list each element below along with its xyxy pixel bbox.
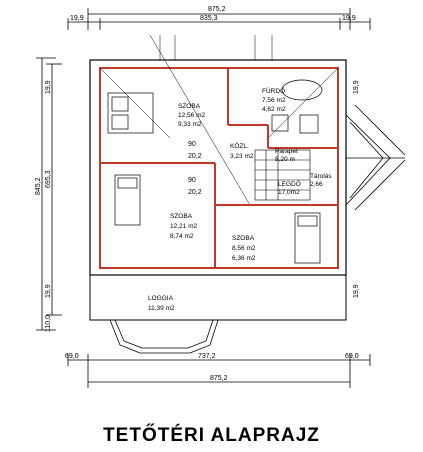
- bathtub: [281, 79, 323, 101]
- svg-text:Tárolás: Tárolás: [310, 173, 332, 180]
- dim-top-inner: 835,3: [200, 15, 218, 22]
- structure-lines: [99, 34, 339, 206]
- svg-text:SZOBA: SZOBA: [232, 235, 255, 242]
- svg-text:LOGGIA: LOGGIA: [148, 295, 174, 302]
- room-label-bedroom-3: SZOBA 8,56 m2 6,36 m2: [232, 235, 256, 262]
- svg-text:17,0m2: 17,0m2: [278, 189, 300, 196]
- dim-top-right-offset: 19,9: [342, 15, 356, 22]
- left-dimension-lines: [36, 57, 62, 331]
- loggia-bay: [109, 319, 219, 354]
- svg-text:11,39 m2: 11,39 m2: [148, 305, 175, 312]
- svg-text:FÜRDŐ: FÜRDŐ: [262, 86, 285, 95]
- dormer: [345, 104, 406, 211]
- dim-bottom-left: 69,0: [65, 353, 79, 360]
- svg-text:SZOBA: SZOBA: [178, 103, 201, 110]
- room-label-hall: KÖZL. 3,23 m2: [230, 142, 254, 160]
- dim-left-top: 19,9: [45, 80, 52, 94]
- svg-text:Parapet: Parapet: [275, 148, 298, 155]
- dim-left-inner: 695,3: [45, 170, 52, 188]
- room-label-bedroom-1: SZOBA 12,56 m2 9,33 m2: [178, 103, 205, 128]
- stair-dim-90b: 90: [188, 177, 196, 184]
- svg-text:12,21 m2: 12,21 m2: [170, 223, 197, 230]
- room-label-loggia: LOGGIA 11,39 m2: [148, 295, 175, 312]
- svg-text:4,62 m2: 4,62 m2: [262, 106, 286, 113]
- svg-text:SZOBA: SZOBA: [170, 213, 193, 220]
- svg-text:8,74 m2: 8,74 m2: [170, 233, 194, 240]
- floor-plan: 875,2 19,9 835,3 19,9 845,2 695,3 19,9 1…: [35, 6, 406, 388]
- svg-text:3,23 m2: 3,23 m2: [230, 153, 254, 160]
- stair-labels: Parapet 8,20 m LEGDÓ 17,0m2 Tárolás 2,66: [275, 148, 332, 196]
- interior-walls: [100, 68, 338, 269]
- room-label-bedroom-2: SZOBA 12,21 m2 8,74 m2: [170, 213, 197, 240]
- stair-dim-20: 20,2: [188, 153, 202, 160]
- single-bed-left: [114, 174, 141, 226]
- furniture: [107, 79, 323, 264]
- dim-left-lower: 110,0: [45, 315, 52, 332]
- svg-text:8,20 m: 8,20 m: [275, 156, 295, 163]
- single-bed-right: [294, 212, 321, 264]
- stair-dim-20b: 20,2: [188, 189, 202, 196]
- svg-text:LEGDÓ: LEGDÓ: [278, 179, 301, 188]
- top-dimension-lines: [67, 8, 371, 30]
- bottom-dimension-lines: [67, 354, 371, 388]
- dim-bottom-inner: 737,2: [198, 353, 216, 360]
- svg-text:8,56 m2: 8,56 m2: [232, 245, 256, 252]
- svg-text:KÖZL.: KÖZL.: [230, 142, 249, 150]
- toilet: [299, 114, 319, 134]
- dim-bottom-overall: 875,2: [210, 375, 228, 382]
- svg-text:7,56 m2: 7,56 m2: [262, 97, 286, 104]
- svg-text:2,66: 2,66: [310, 181, 323, 188]
- double-bed: [107, 92, 154, 134]
- dim-bottom-right: 69,0: [345, 353, 359, 360]
- dim-left-overall: 845,2: [35, 177, 42, 195]
- sink: [271, 114, 289, 132]
- dim-right-top: 19,9: [353, 80, 360, 94]
- stair-dim-90: 90: [188, 141, 196, 148]
- dim-top-left-offset: 19,9: [70, 15, 84, 22]
- svg-text:12,56 m2: 12,56 m2: [178, 112, 205, 119]
- dim-left-bottom: 19,9: [45, 284, 52, 298]
- svg-text:9,33 m2: 9,33 m2: [178, 121, 202, 128]
- dim-top-overall: 875,2: [208, 6, 226, 13]
- svg-text:6,36 m2: 6,36 m2: [232, 255, 256, 262]
- staircase: [254, 149, 311, 201]
- room-label-bath: FÜRDŐ 7,56 m2 4,62 m2: [262, 86, 286, 113]
- dim-right-bottom: 19,9: [353, 284, 360, 298]
- plan-caption: TETŐTÉRI ALAPRAJZ: [103, 425, 320, 446]
